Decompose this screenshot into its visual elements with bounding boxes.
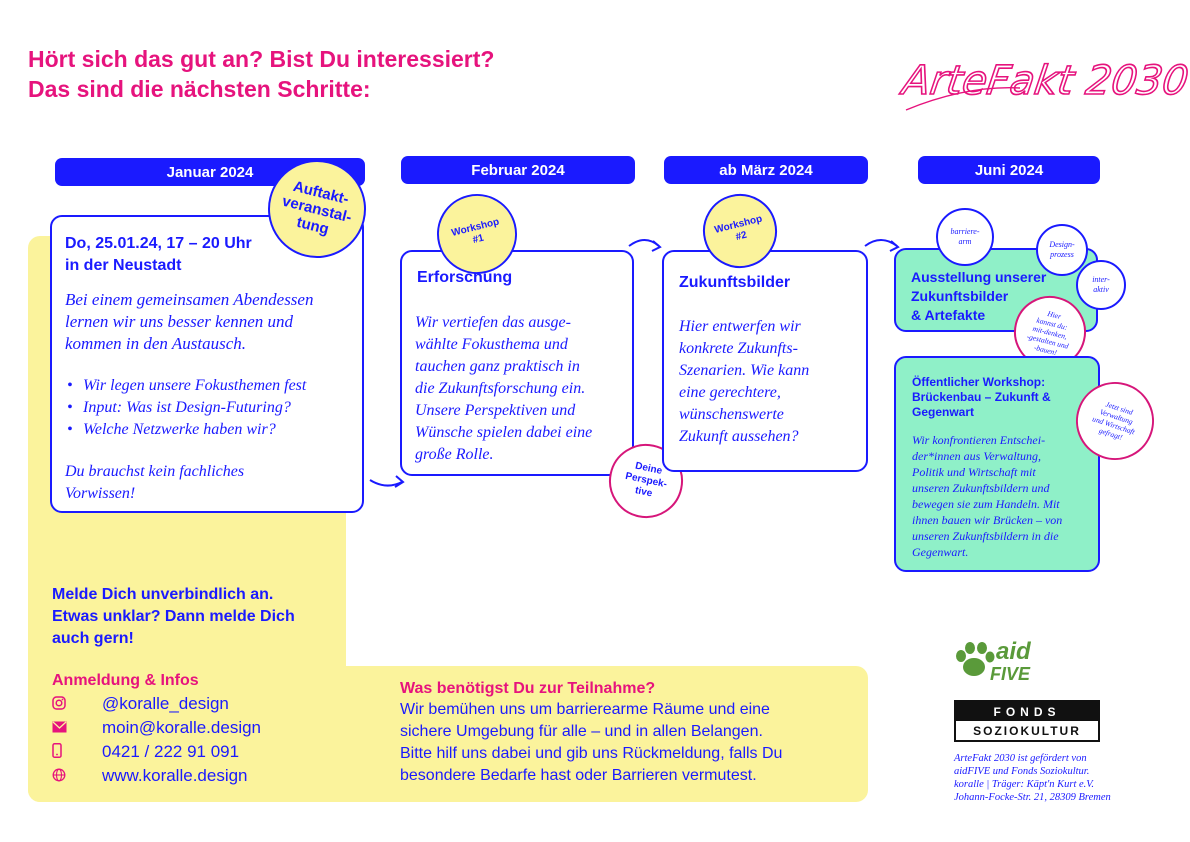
contact-row-website[interactable]: www.koralle.design [52, 764, 342, 788]
contact-heading: Anmeldung & Infos [52, 672, 199, 689]
arrow-right-icon [628, 239, 662, 252]
january-note: Du brauchst kein fachliches Vorwissen! [65, 463, 245, 502]
headline-line-1: Hört sich das gut an? Bist Du interessie… [28, 46, 495, 72]
june-workshop-box: Öffentlicher Workshop: Brückenbau – Zuku… [894, 356, 1100, 572]
arrow-right-icon [369, 475, 405, 488]
february-title: Erforschung [417, 269, 513, 286]
january-card: Do, 25.01.24, 17 – 20 Uhr in der Neustad… [50, 215, 364, 513]
tag-barrier-free: barriere- arm [936, 208, 994, 266]
page-headline: Hört sich das gut an? Bist Du interessie… [28, 44, 494, 104]
public-workshop-text: Wir konfrontieren Entschei- der*innen au… [912, 433, 1063, 559]
phone-number[interactable]: 0421 / 222 91 091 [102, 742, 240, 761]
globe-icon [52, 768, 102, 785]
february-card: Erforschung Wir vertiefen das ausge- wäh… [400, 250, 634, 476]
march-text: Hier entwerfen wir konkrete Zukunfts- Sz… [679, 318, 810, 445]
january-intro: Bei einem gemeinsamen Abendessen lernen … [65, 290, 314, 353]
month-header-march: ab März 2024 [664, 156, 868, 184]
credits-text: ArteFakt 2030 ist gefördert von aidFIVE … [954, 753, 1111, 803]
february-text: Wir vertiefen das ausge- wählte Fokusthe… [415, 314, 593, 463]
list-item: Input: Was ist Design-Futuring? [65, 397, 361, 419]
contact-list: @koralle_design moin@koralle.design 0421… [52, 692, 342, 788]
instagram-handle[interactable]: @koralle_design [102, 694, 229, 713]
month-header-june: Juni 2024 [918, 156, 1100, 184]
mail-icon [52, 721, 102, 736]
list-item: Welche Netzwerke haben wir? [65, 419, 361, 441]
paw-icon [956, 642, 995, 676]
website-link[interactable]: www.koralle.design [102, 766, 248, 785]
needs-text: Wir bemühen uns um barrierearme Räume un… [400, 701, 783, 784]
artefakt-logo: ArteFakt 2030 [896, 57, 1190, 111]
january-bullet-list: Wir legen unsere Fokusthemen fest Input:… [65, 375, 361, 441]
tag-design-process: Design- prozess [1036, 224, 1088, 276]
aidfive-logo: aid FIVE [954, 640, 1054, 690]
headline-line-2: Das sind die nächsten Schritte: [28, 76, 371, 102]
month-header-february: Februar 2024 [401, 156, 635, 184]
logo-text: ArteFakt 2030 [897, 58, 1190, 104]
signup-prompt: Melde Dich unverbindlich an. Etwas unkla… [52, 586, 295, 647]
contact-row-email[interactable]: moin@koralle.design [52, 716, 342, 740]
fonds-text: FONDS [956, 702, 1098, 721]
fonds-soziokultur-logo: FONDS SOZIOKULTUR [954, 700, 1100, 742]
contact-row-instagram[interactable]: @koralle_design [52, 692, 342, 716]
aidfive-aid-text: aid [996, 638, 1031, 665]
tag-interactive: inter- aktiv [1076, 260, 1126, 310]
exhibition-title: Ausstellung unserer Zukunftsbilder & Art… [911, 269, 1047, 323]
january-date: Do, 25.01.24, 17 – 20 Uhr in der Neustad… [65, 235, 252, 274]
email-link[interactable]: moin@koralle.design [102, 718, 262, 737]
march-title: Zukunftsbilder [679, 274, 791, 291]
aidfive-five-text: FIVE [990, 664, 1031, 684]
instagram-icon [52, 695, 102, 713]
soziokultur-text: SOZIOKULTUR [973, 723, 1081, 738]
needs-heading: Was benötigst Du zur Teilnahme? [400, 680, 656, 697]
public-workshop-title: Öffentlicher Workshop: Brückenbau – Zuku… [912, 375, 1051, 419]
march-card: Zukunftsbilder Hier entwerfen wir konkre… [662, 250, 868, 472]
phone-icon [52, 743, 102, 761]
arrow-right-icon [864, 239, 900, 252]
yellow-panel-bottom [28, 666, 868, 802]
contact-row-phone[interactable]: 0421 / 222 91 091 [52, 740, 342, 764]
list-item: Wir legen unsere Fokusthemen fest [65, 375, 361, 397]
